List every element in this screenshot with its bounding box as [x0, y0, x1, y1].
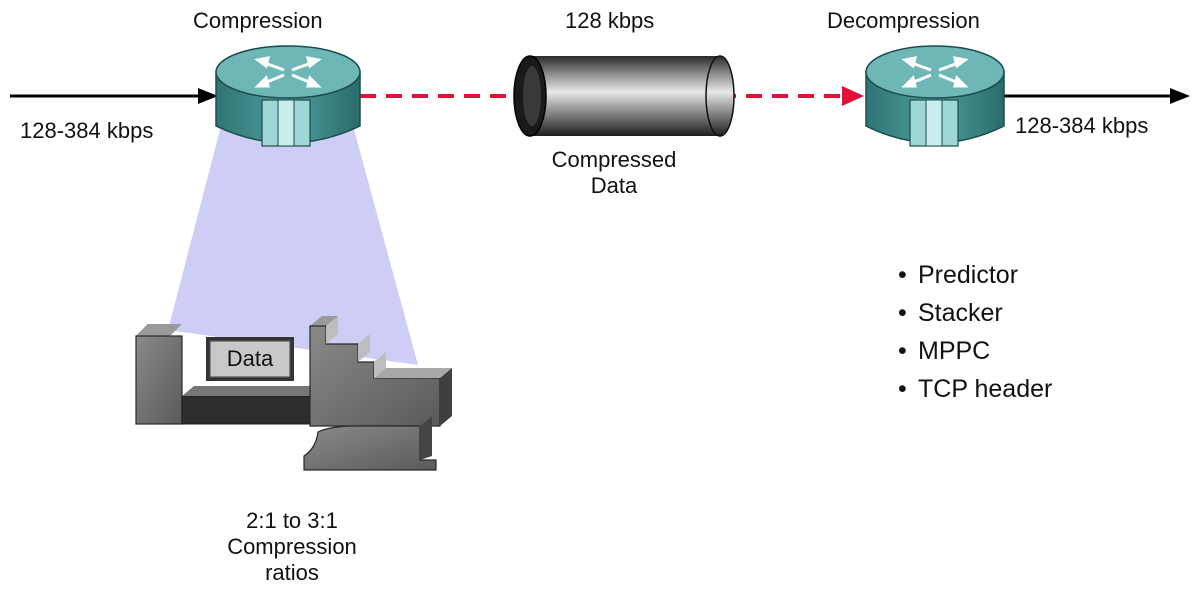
- pipe-icon: [513, 55, 735, 137]
- compression-label: Compression: [193, 8, 323, 33]
- ratio-line3: ratios: [265, 560, 319, 585]
- link-arrowhead-icon: [842, 86, 864, 106]
- input-arrow-icon: [10, 88, 218, 104]
- compression-beam: [168, 122, 418, 365]
- algorithm-name: MPPC: [918, 337, 991, 365]
- bullet-icon: •: [898, 375, 907, 403]
- ratio-line1: 2:1 to 3:1: [246, 508, 338, 533]
- decompression-router-icon: [865, 45, 1005, 147]
- bullet-icon: •: [898, 299, 907, 327]
- output-rate-label: 128-384 kbps: [1015, 113, 1149, 138]
- algorithm-name: Predictor: [918, 261, 1019, 289]
- ratio-line2: Compression: [227, 534, 357, 559]
- output-arrow-icon: [998, 88, 1190, 104]
- vise-icon: [135, 316, 452, 471]
- decompression-label: Decompression: [827, 8, 980, 33]
- ratio-label: 2:1 to 3:1 Compression ratios: [198, 508, 386, 586]
- algorithm-name: TCP header: [918, 375, 1053, 403]
- algorithm-item: • TCP header: [898, 370, 1052, 408]
- algorithm-name: Stacker: [918, 299, 1003, 327]
- algorithm-item: • Stacker: [898, 294, 1052, 332]
- compressed-data-line2: Data: [590, 173, 638, 198]
- algorithm-list: • Predictor • Stacker • MPPC • TCP header: [898, 256, 1052, 408]
- dashed-link: [360, 86, 864, 106]
- input-rate-label: 128-384 kbps: [20, 118, 154, 143]
- compressed-data-label: Compressed Data: [528, 147, 700, 199]
- algorithm-item: • Predictor: [898, 256, 1052, 294]
- bullet-icon: •: [898, 261, 907, 289]
- algorithm-item: • MPPC: [898, 332, 1052, 370]
- vise-data-label: Data: [226, 346, 274, 371]
- bullet-icon: •: [898, 337, 907, 365]
- link-rate-label: 128 kbps: [565, 8, 655, 33]
- compressed-data-line1: Compressed: [551, 147, 677, 172]
- compression-router-icon: [215, 45, 361, 147]
